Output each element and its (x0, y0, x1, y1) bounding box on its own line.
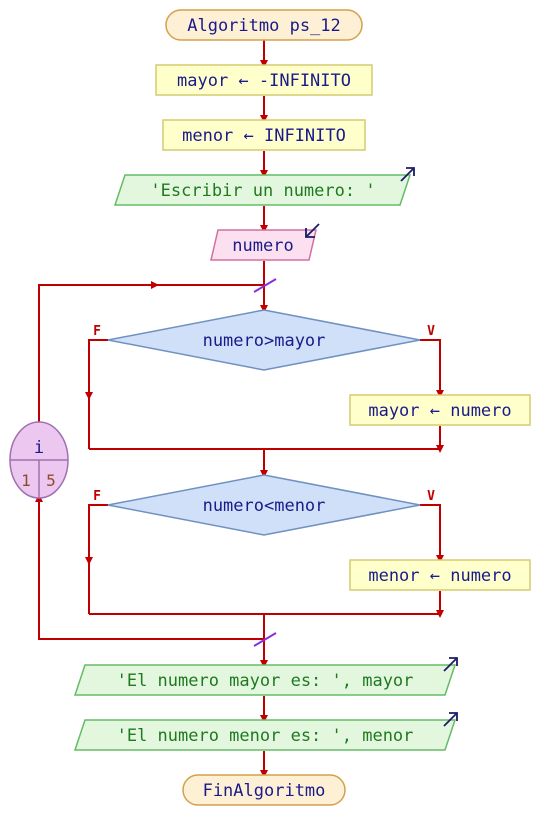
decision2-true-label: V (427, 489, 435, 504)
loop-from-text: 1 (21, 471, 31, 490)
assign-in-if1-box: mayor ← numero (349, 394, 531, 426)
loop-exit-tick (253, 632, 277, 647)
write-prompt-box: 'Escribir un numero: ' (113, 167, 415, 206)
start-terminal: Algoritmo ps_12 (165, 9, 363, 41)
loop-top-path (38, 281, 159, 422)
write-min-box: 'El numero menor es: ', menor (73, 712, 458, 751)
decision2-false-label: F (93, 489, 101, 504)
decision1-true-label: V (427, 324, 435, 339)
flow-lines (35, 40, 444, 778)
loop-entry-tick (253, 278, 277, 293)
output-arrow-icon (443, 657, 458, 672)
output-arrow-icon (443, 712, 458, 727)
loop-node: i 1 5 (9, 421, 69, 499)
decision2-diamond: numero<menor (107, 474, 421, 536)
write-max-box: 'El numero mayor es: ', mayor (73, 657, 458, 696)
decision2-text: numero<menor (203, 496, 326, 516)
end-label: FinAlgoritmo (203, 781, 326, 801)
decision1-diamond: numero>mayor (107, 309, 421, 371)
start-label: Algoritmo ps_12 (187, 16, 341, 36)
assign-in-if2-text: menor ← numero (368, 566, 511, 586)
decision1-false-branch (85, 339, 108, 400)
decision1-false-label: F (93, 324, 101, 339)
read-var-text: numero (232, 236, 293, 256)
write-min-text: 'El numero menor es: ', menor (117, 726, 414, 746)
decision1-text: numero>mayor (203, 331, 326, 351)
write-max-text: 'El numero mayor es: ', mayor (117, 671, 414, 691)
read-input-box: numero (210, 223, 320, 261)
output-arrow-icon (400, 167, 415, 182)
assign-menor-box: menor ← INFINITO (162, 119, 366, 151)
decision2-true-branch (420, 504, 444, 563)
loop-return-path (35, 494, 264, 640)
assign-in-if1-text: mayor ← numero (368, 401, 511, 421)
decision2-false-branch (85, 504, 108, 565)
assign-menor-text: menor ← INFINITO (182, 126, 346, 146)
assign-in-if2-box: menor ← numero (349, 559, 531, 591)
loop-to-text: 5 (46, 471, 56, 490)
input-arrow-icon (305, 223, 320, 238)
assign-mayor-text: mayor ← -INFINITO (177, 71, 351, 91)
assign-mayor-box: mayor ← -INFINITO (155, 64, 373, 96)
write-prompt-text: 'Escribir un numero: ' (150, 181, 375, 201)
decision1-true-branch (420, 339, 444, 398)
end-terminal: FinAlgoritmo (182, 774, 346, 806)
loop-var-text: i (34, 438, 44, 458)
